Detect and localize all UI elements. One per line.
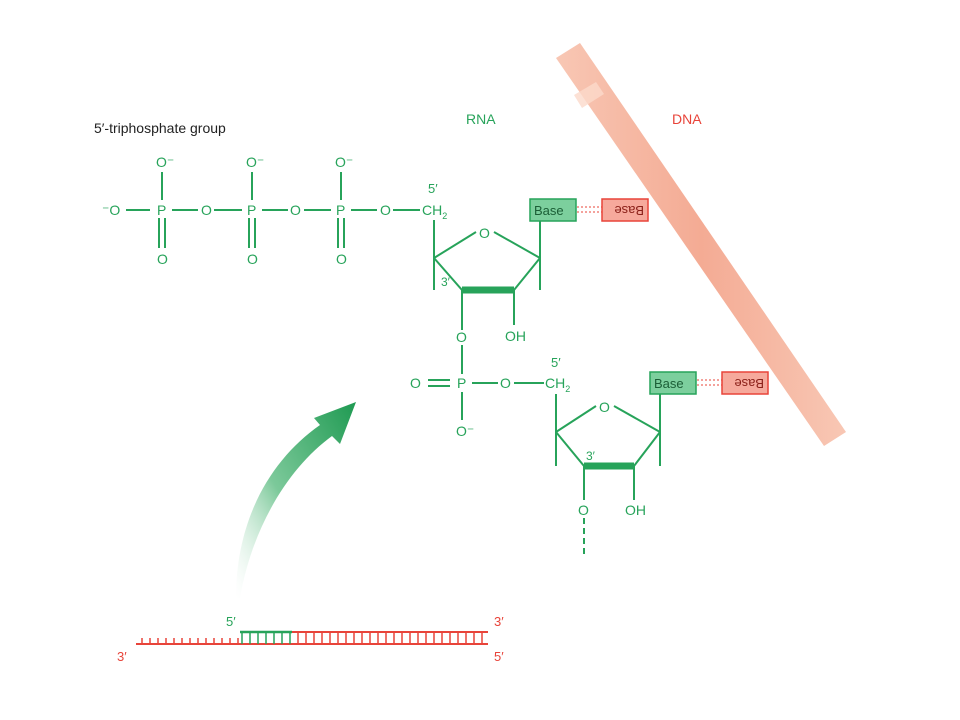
nucleotide1-ring-o: O <box>479 225 490 241</box>
duplex-5prime-top: 5′ <box>226 614 236 629</box>
nucleotide1-5prime: 5′ <box>428 181 438 196</box>
linking-p: P <box>457 375 466 391</box>
nucleotide2-base: Base <box>654 376 684 391</box>
dna-base2-box <box>721 371 769 395</box>
phosphate2-o-double: O <box>247 251 258 267</box>
nucleotide2-base-box <box>649 371 697 395</box>
nucleotide1-oh: OH <box>505 328 526 344</box>
nucleotide1-ch2: CH2 <box>422 202 447 221</box>
triphosphate-group: O⁻ O⁻ O⁻ <box>126 154 420 248</box>
linking-o-3prime: O <box>456 329 467 345</box>
duplex-5prime-bottom: 5′ <box>494 649 504 664</box>
phosphate1-p: P <box>157 202 166 218</box>
dna-base2: Base <box>734 376 764 391</box>
phosphate2-p: P <box>247 202 256 218</box>
bridge-o3: O <box>380 202 391 218</box>
dna-template-band <box>556 43 846 446</box>
phosphate3-o-double: O <box>336 251 347 267</box>
dna-base1: Base <box>614 203 644 218</box>
nucleotide2-ribose <box>555 394 661 556</box>
nucleotide2-3prime: 3′ <box>586 449 596 463</box>
linking-o-minus: O⁻ <box>456 423 474 439</box>
phosphate1-o-minus: O⁻ <box>156 154 174 170</box>
dna-band-highlight <box>574 82 604 108</box>
linking-o-double: O <box>410 375 421 391</box>
linking-o-bridge: O <box>500 375 511 391</box>
nucleotide2-oh: OH <box>625 502 646 518</box>
phosphate3-o-minus: O⁻ <box>335 154 353 170</box>
duplex-rungs <box>141 632 483 644</box>
nucleotide2-ch2: CH2 <box>545 375 570 394</box>
nucleotide1-3prime: 3′ <box>441 275 451 289</box>
phosphate2-o-minus: O⁻ <box>246 154 264 170</box>
nucleotide2-5prime: 5′ <box>551 355 561 370</box>
nucleotide1-base: Base <box>534 203 564 218</box>
dna-duplex-schematic <box>136 630 488 645</box>
zoom-arrow <box>236 402 356 598</box>
duplex-3prime-bottom: 3′ <box>117 649 127 664</box>
linking-phosphate <box>428 345 544 420</box>
phosphate1-o-double: O <box>157 251 168 267</box>
phosphate3-p: P <box>336 202 345 218</box>
terminal-o-minus: ⁻O <box>102 202 120 218</box>
nucleotide2-o: O <box>578 502 589 518</box>
nucleotide2-ring-o: O <box>599 399 610 415</box>
duplex-3prime-top: 3′ <box>494 614 504 629</box>
triphosphate-label: 5′-triphosphate group <box>94 120 226 136</box>
rna-label: RNA <box>466 111 496 127</box>
bridge-o1: O <box>201 202 212 218</box>
bridge-o2: O <box>290 202 301 218</box>
dna-label: DNA <box>672 111 702 127</box>
nucleotide1-ribose <box>433 220 541 330</box>
nucleotide1-base-box <box>529 198 577 222</box>
dna-base1-box <box>601 198 649 222</box>
